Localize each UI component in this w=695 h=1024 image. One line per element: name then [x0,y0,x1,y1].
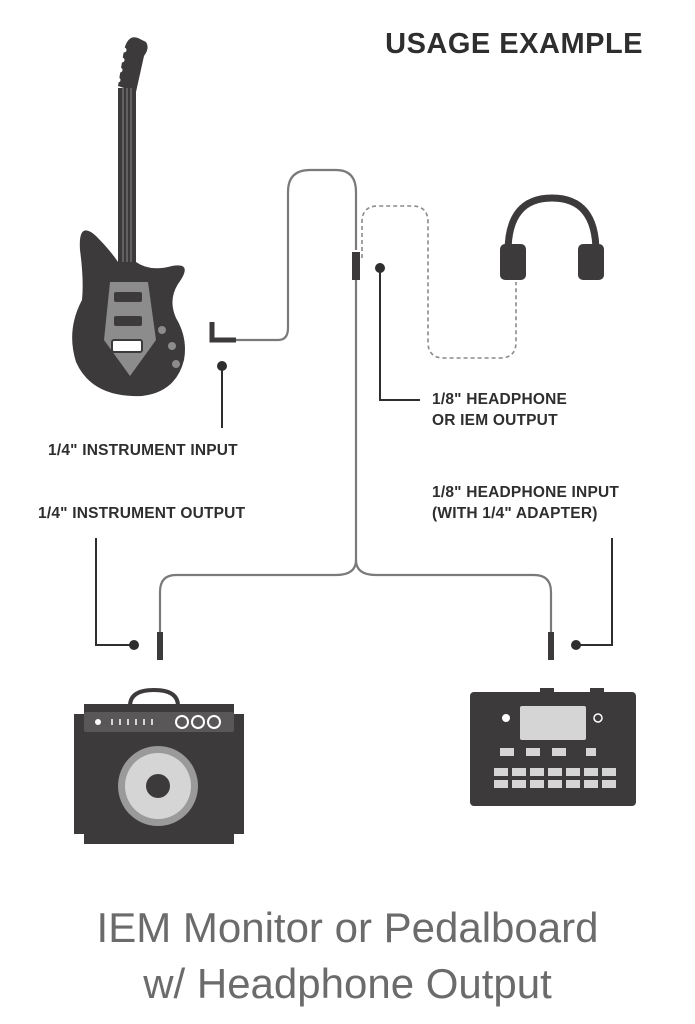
label-instrument-input-text: 1/4" INSTRUMENT INPUT [48,442,238,459]
electric-guitar-icon [72,37,185,397]
label-headphone-output-line1: 1/8" HEADPHONE [432,391,568,408]
dot-instrument-input [217,361,227,371]
guitar-plug [209,322,236,343]
caption: IEM Monitor or Pedalboard w/ Headphone O… [0,900,695,1012]
pedalboard-plug [548,632,554,660]
caption-line2: w/ Headphone Output [143,960,552,1007]
pedalboard-cable [354,559,553,650]
label-instrument-output-text: 1/4" INSTRUMENT OUTPUT [38,505,246,522]
page-title: USAGE EXAMPLE [385,28,643,60]
leader-headphone-output [379,270,420,401]
label-headphone-input-line2: (WITH 1/4" ADAPTER) [432,505,598,522]
label-headphone-input: 1/8" HEADPHONE INPUT (WITH 1/4" ADAPTER) [432,482,619,524]
label-headphone-output: 1/8" HEADPHONE OR IEM OUTPUT [432,389,567,431]
pedalboard-icon [470,688,636,806]
splitter-body [352,252,360,280]
leader-instrument-output [95,538,132,646]
amp-plug [157,632,163,660]
leader-headphone-input [578,538,613,646]
label-instrument-input: 1/4" INSTRUMENT INPUT [48,440,238,461]
headphone-cable-dashed [361,205,517,359]
dot-instrument-output [129,640,139,650]
dot-headphone-output [375,263,385,273]
label-headphone-input-line1: 1/8" HEADPHONE INPUT [432,484,620,501]
amplifier-icon [74,687,244,844]
guitar-cable [236,168,358,342]
label-headphone-output-line2: OR IEM OUTPUT [432,412,558,429]
dot-headphone-input [571,640,581,650]
caption-line1: IEM Monitor or Pedalboard [96,904,599,951]
amp-cable [158,559,358,650]
label-instrument-output: 1/4" INSTRUMENT OUTPUT [38,503,245,524]
headphones-icon [500,194,604,280]
